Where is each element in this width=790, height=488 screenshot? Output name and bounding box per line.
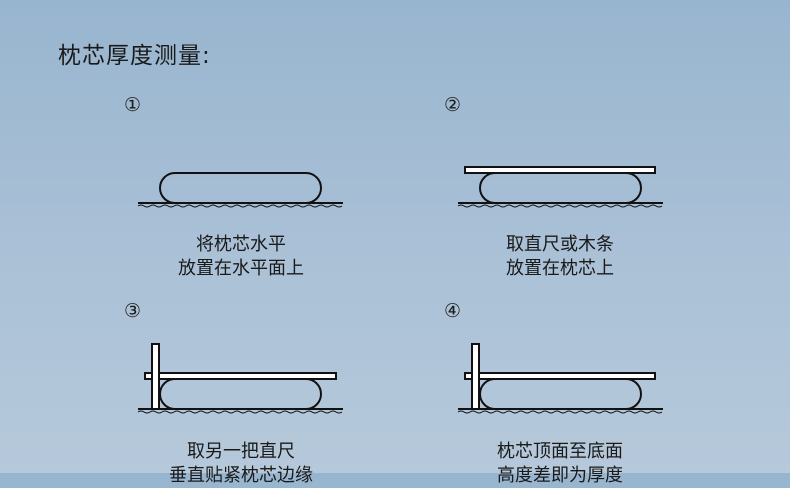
caption-line: 取另一把直尺 (187, 441, 295, 462)
step-4-caption: 枕芯顶面至底面 高度差即为厚度 (440, 440, 680, 488)
vertical-ruler (471, 343, 480, 410)
ground-line (137, 408, 344, 414)
step-4-number: ④ (444, 300, 462, 322)
caption-line: 枕芯顶面至底面 (497, 441, 623, 462)
step-1-caption: 将枕芯水平 放置在水平面上 (121, 233, 361, 281)
measurement-diagrams (137, 166, 664, 414)
pillow-shape (159, 172, 322, 204)
caption-line: 垂直贴紧枕芯边缘 (169, 465, 313, 486)
ground-line (137, 202, 344, 208)
caption-line: 放置在水平面上 (178, 258, 304, 279)
vertical-ruler (151, 343, 160, 410)
step-2-caption: 取直尺或木条 放置在枕芯上 (440, 233, 680, 281)
pillow-shape (479, 172, 642, 204)
step-2-number: ② (444, 94, 462, 116)
caption-line: 高度差即为厚度 (497, 465, 623, 486)
diagram-step-2 (457, 166, 664, 208)
step-1-number: ① (124, 94, 142, 116)
ground-line (457, 202, 664, 208)
diagram-step-4 (457, 343, 664, 414)
diagram-step-3 (137, 343, 344, 414)
diagram-step-1 (137, 172, 344, 208)
caption-line: 将枕芯水平 (196, 234, 286, 255)
pillow-shape (479, 378, 642, 410)
pillow-shape (159, 378, 322, 410)
ground-line (457, 408, 664, 414)
step-3-caption: 取另一把直尺 垂直贴紧枕芯边缘 (121, 440, 361, 488)
caption-line: 放置在枕芯上 (506, 258, 614, 279)
caption-line: 取直尺或木条 (506, 234, 614, 255)
step-3-number: ③ (124, 300, 142, 322)
page-title: 枕芯厚度测量: (58, 43, 211, 69)
